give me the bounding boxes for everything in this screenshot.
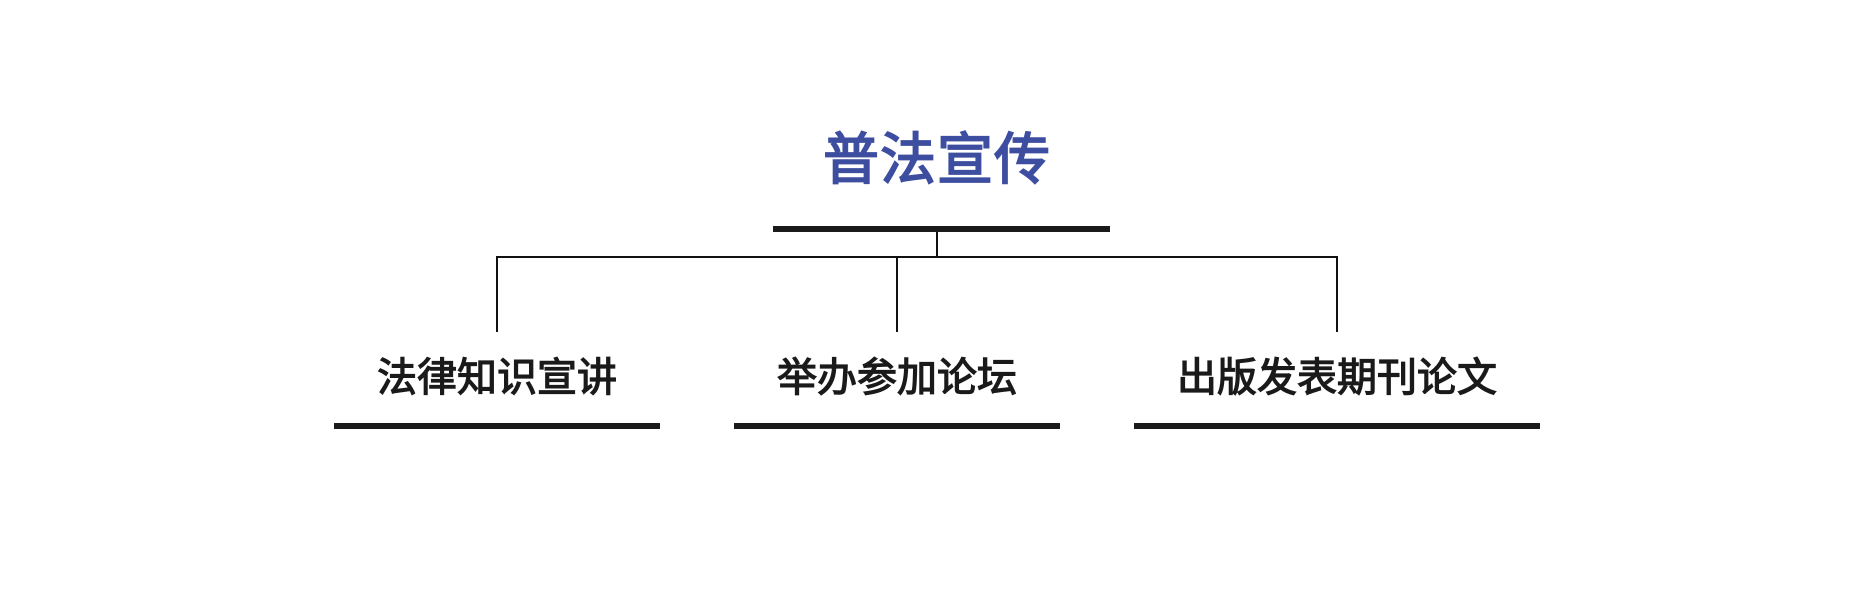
child-underline-1 [334, 423, 660, 429]
child-node-1: 法律知识宣讲 [377, 355, 617, 401]
horizontal-connector [496, 256, 1338, 258]
branch-connector-3 [1336, 256, 1338, 332]
child-underline-2 [734, 423, 1060, 429]
branch-connector-2 [896, 256, 898, 332]
child-underline-3 [1134, 423, 1540, 429]
branch-connector-1 [496, 256, 498, 332]
root-underline [773, 226, 1110, 232]
root-title: 普法宣传 [823, 128, 1051, 193]
root-stem-connector [936, 232, 938, 258]
child-node-3: 出版发表期刊论文 [1177, 355, 1497, 401]
child-node-2: 举办参加论坛 [777, 355, 1017, 401]
